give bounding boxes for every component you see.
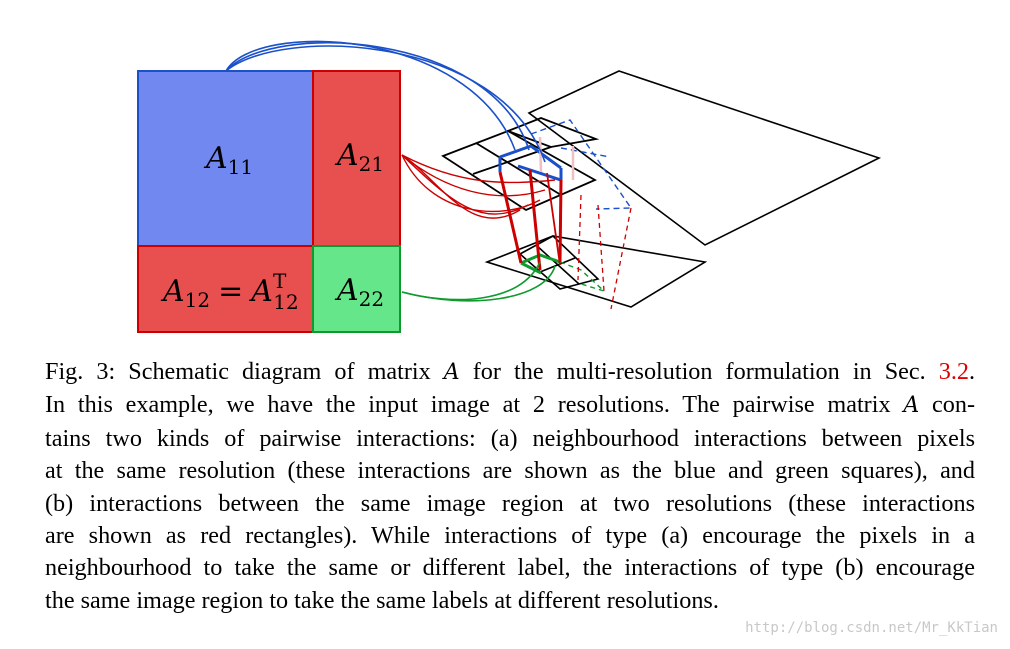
green-connector-curves — [401, 261, 556, 302]
caption-line-3: tains two kinds of pairwise interactions… — [45, 424, 975, 452]
red-connector-curves — [401, 154, 556, 219]
block-a21 — [312, 70, 401, 247]
block-a22 — [312, 245, 401, 333]
low-res-grid — [518, 235, 600, 290]
figure-caption: Fig. 3: Schematic diagram of matrix A fo… — [45, 356, 975, 617]
caption-line-2: In this example, we have the input image… — [45, 391, 976, 419]
label-a22: A22 — [334, 273, 384, 311]
label-a11: A11 — [203, 141, 253, 179]
caption-line-7: neighbourhood to take the same or differ… — [45, 554, 975, 582]
caption-line-6: are shown as red rectangles). While inte… — [45, 522, 975, 550]
block-a12 — [137, 245, 314, 333]
caption-line-4: at the same resolution (these interactio… — [45, 457, 975, 485]
high-res-plane — [527, 70, 882, 246]
blue-neighbourhood-square — [498, 119, 633, 210]
caption-line-5: (b) interactions between the same image … — [45, 489, 975, 517]
section-ref-link[interactable]: 3.2 — [938, 358, 969, 385]
low-res-plane — [484, 235, 708, 308]
watermark: http://blog.csdn.net/Mr_KkTian — [745, 620, 998, 636]
blue-connector-curves — [225, 40, 546, 163]
caption-line-8: the same image region to take the same l… — [45, 586, 719, 614]
caption-line-1: Fig. 3: Schematic diagram of matrix A fo… — [45, 358, 976, 385]
block-a11 — [137, 70, 314, 247]
label-a21: A21 — [334, 138, 384, 176]
red-interaction-rectangles — [498, 136, 632, 310]
